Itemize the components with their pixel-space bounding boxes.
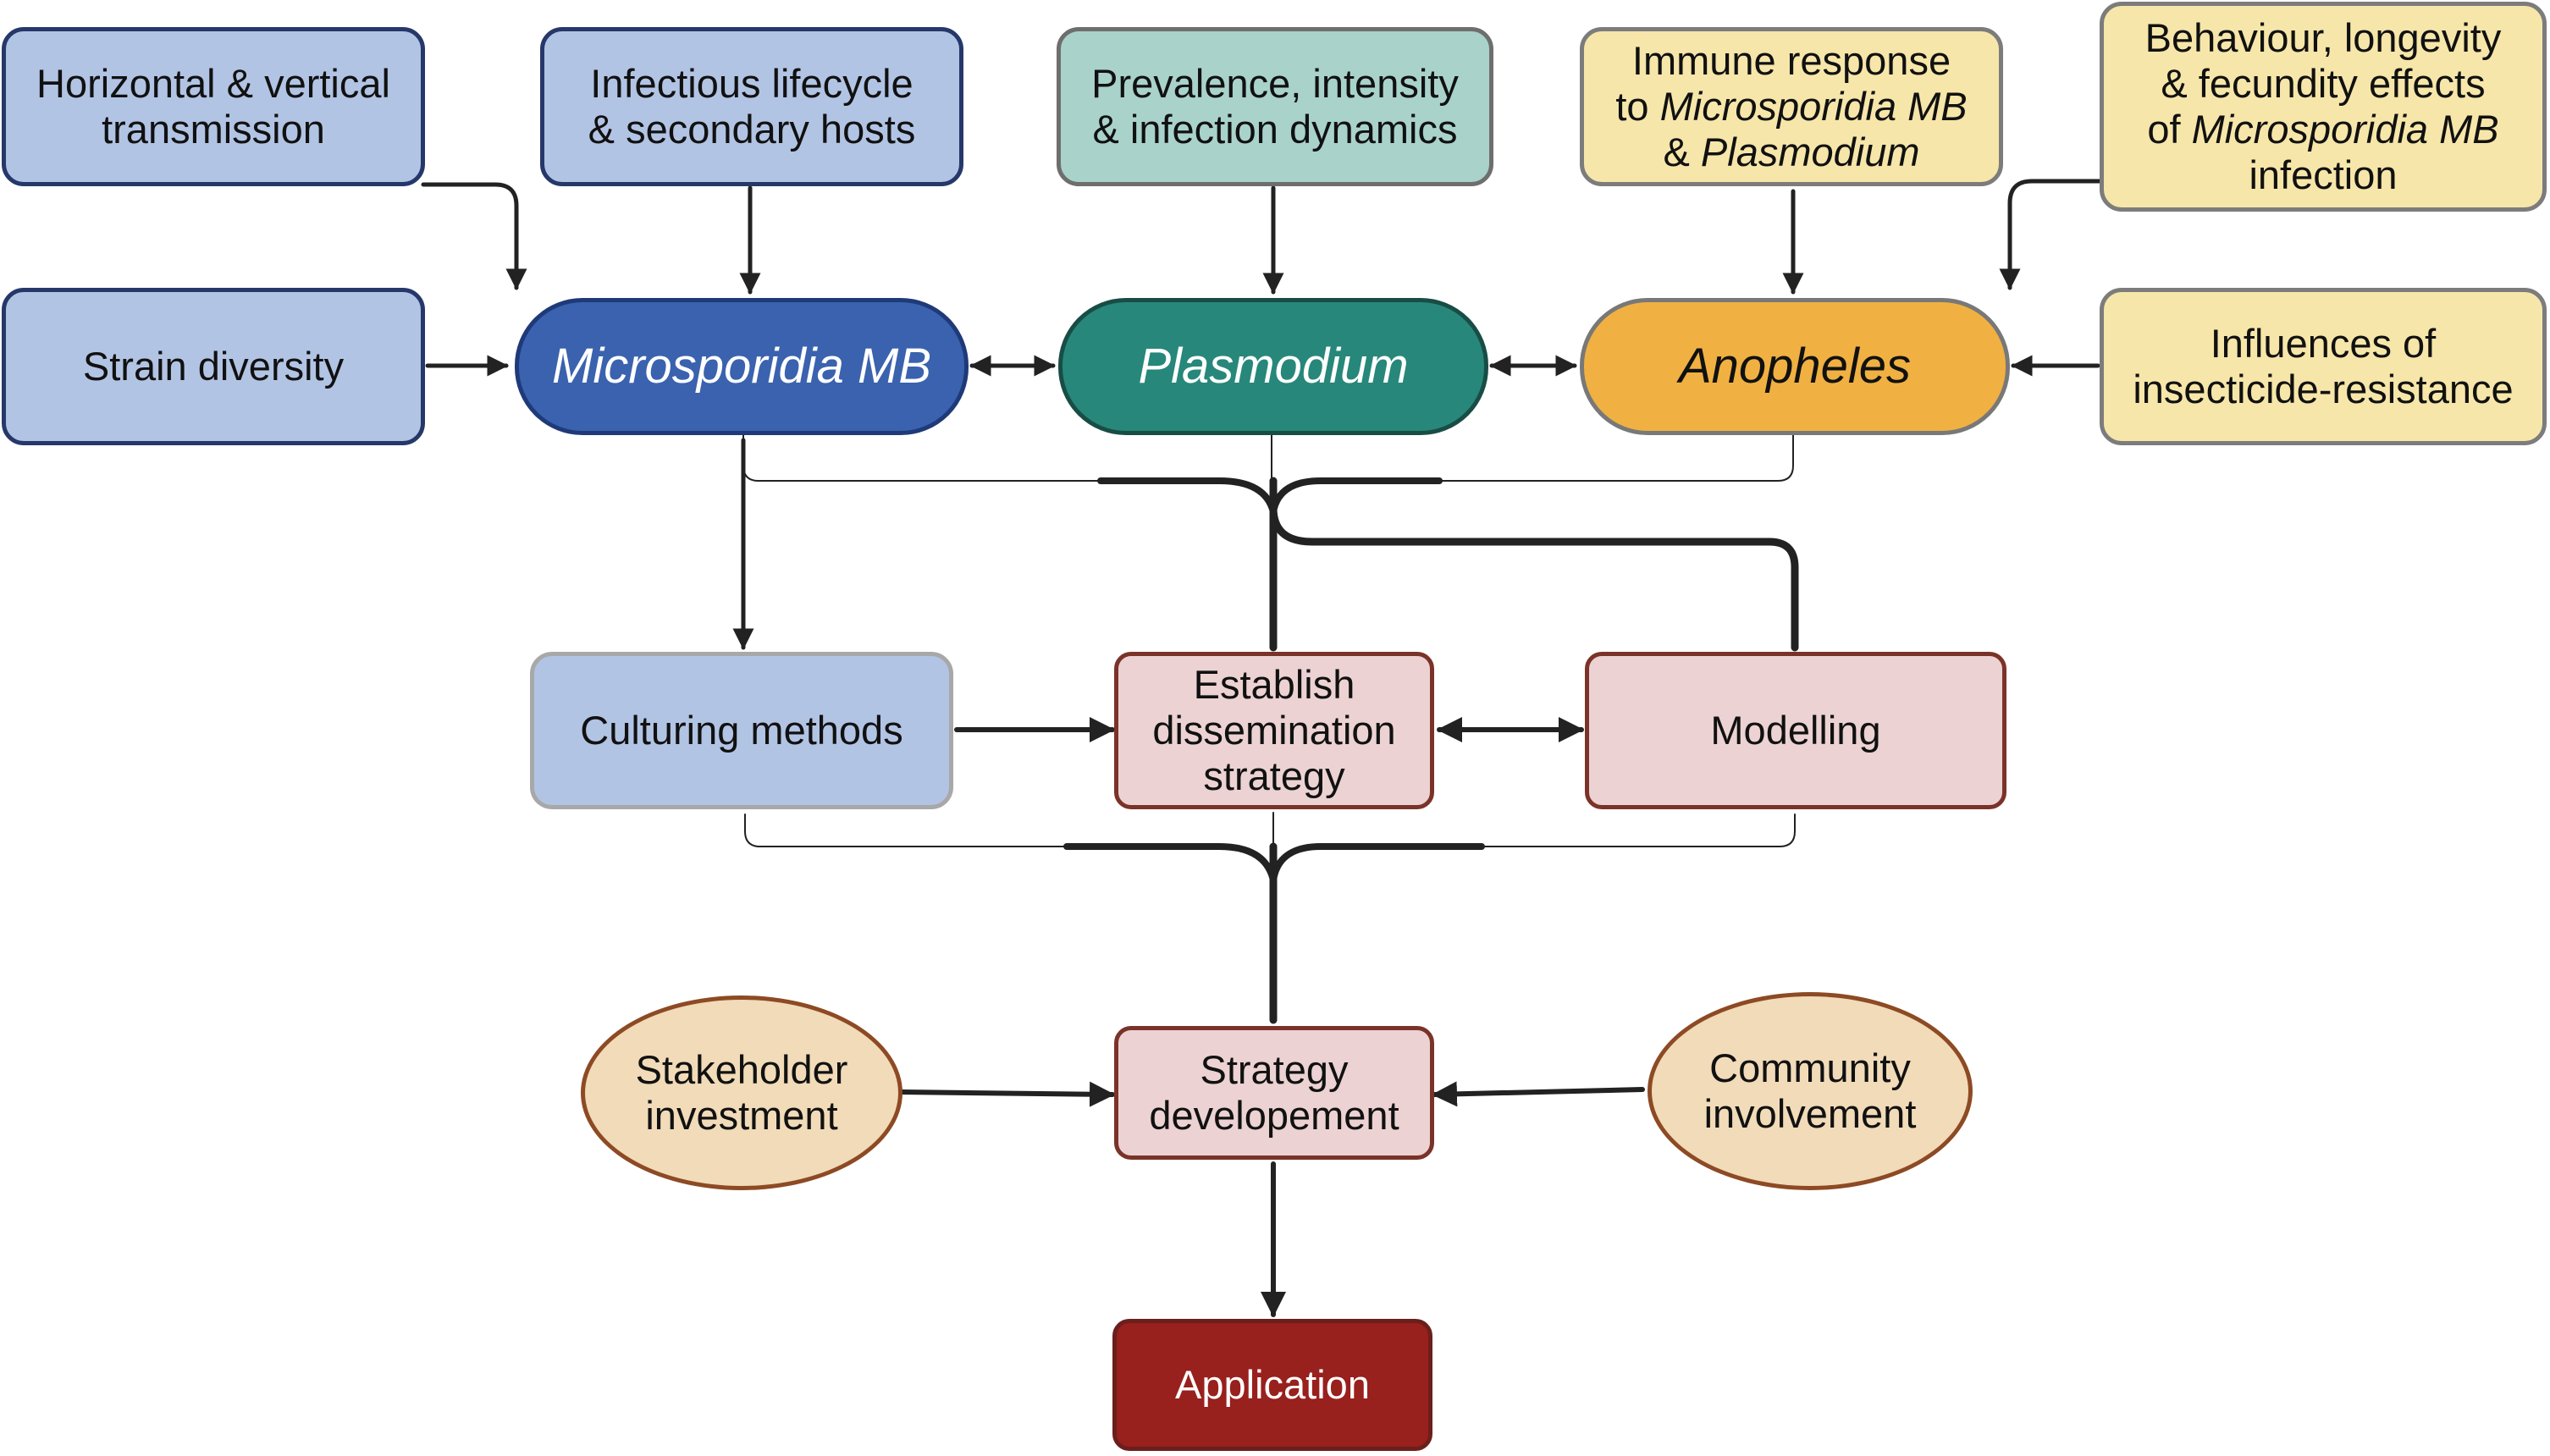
node-stakeholder-investment: Stakeholder investment <box>581 995 902 1190</box>
node-establish-dissemination: Establish dissemination strategy <box>1114 652 1434 809</box>
node-infectious-lifecycle: Infectious lifecycle & secondary hosts <box>540 27 963 186</box>
node-anopheles: Anopheles <box>1580 298 2010 435</box>
bundle-core-thick <box>1097 477 1443 516</box>
arrow-horizontal-to-microsporidia <box>421 182 527 290</box>
node-modelling: Modelling <box>1585 652 2006 809</box>
arrow-behaviour-to-anopheles <box>1999 179 2102 290</box>
node-insecticide-resistance: Influences of insecticide-resistance <box>2100 288 2547 445</box>
node-prevalence-intensity: Prevalence, intensity & infection dynami… <box>1057 27 1493 186</box>
node-behaviour-longevity: Behaviour, longevity & fecundity effects… <box>2100 2 2547 212</box>
node-application: Application <box>1112 1319 1432 1451</box>
node-immune-response: Immune response to Microsporidia MB & Pl… <box>1580 27 2003 186</box>
node-community-involvement: Community involvement <box>1648 992 1973 1190</box>
node-strain-diversity: Strain diversity <box>2 288 425 445</box>
arrow-community-to-strategy <box>1432 1081 1645 1107</box>
arrow-bundle-to-modelling <box>1269 504 1799 652</box>
node-horizontal-vertical-transmission: Horizontal & vertical transmission <box>2 27 425 186</box>
node-strategy-development: Strategy developement <box>1114 1026 1434 1160</box>
arrow-stakeholder-to-strategy <box>898 1081 1115 1107</box>
node-microsporidia-mb: Microsporidia MB <box>515 298 969 435</box>
node-culturing-methods: Culturing methods <box>530 652 953 809</box>
node-plasmodium: Plasmodium <box>1058 298 1488 435</box>
